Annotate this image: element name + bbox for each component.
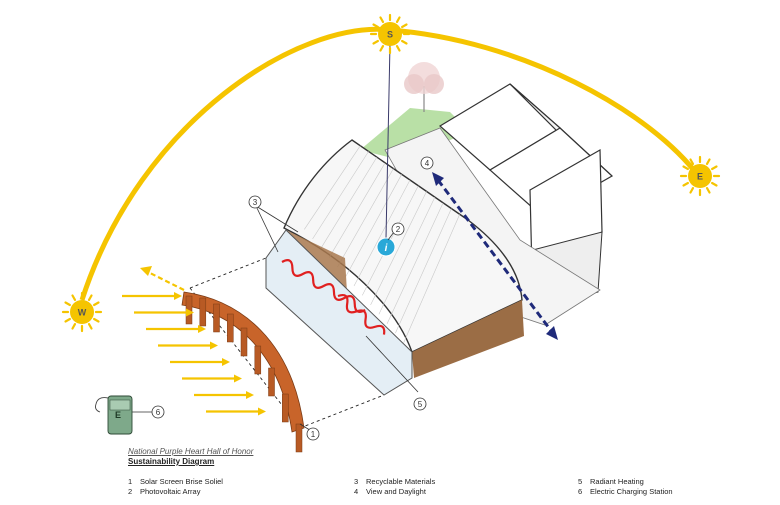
ev-charging-station-icon: E <box>95 395 133 435</box>
callout-1: 1 <box>306 427 320 441</box>
pv-panel-row <box>370 191 427 306</box>
sun-south-icon: S <box>369 13 411 55</box>
solar-ray-head <box>234 374 242 383</box>
sun-ray <box>711 181 718 187</box>
pv-panel-row <box>378 196 436 315</box>
view-daylight-arrow <box>432 172 558 340</box>
sun-ray <box>705 187 711 194</box>
sun-ray <box>71 294 77 301</box>
sun-ray <box>682 181 689 187</box>
pv-panel-row <box>395 208 452 334</box>
sun-ray <box>93 301 100 307</box>
callout-6: 6 <box>151 405 165 419</box>
pv-panel-row <box>403 214 460 343</box>
svg-text:1: 1 <box>311 430 316 439</box>
diagram-caption: National Purple Heart Hall of Honor Sust… <box>128 447 253 466</box>
svg-text:2: 2 <box>396 225 401 234</box>
sun-ray <box>93 317 100 323</box>
wood-wall-right <box>412 300 524 378</box>
brise-soleil-fin <box>240 327 248 357</box>
brise-soleil-fin <box>282 393 289 423</box>
sun-ray <box>379 16 385 23</box>
solar-ray-head <box>186 308 194 317</box>
pv-panel-row <box>312 151 369 240</box>
sun-west-label: W <box>78 308 87 318</box>
sun-south-label: S <box>387 30 393 40</box>
callout-3: 3 <box>248 195 262 209</box>
sun-ray <box>372 39 379 45</box>
pv-panel-row <box>328 162 386 258</box>
callout-5: 5 <box>413 397 427 411</box>
sun-ray <box>379 45 385 52</box>
sun-ray <box>87 294 93 301</box>
radiant-heating-coil-2 <box>337 293 386 335</box>
solar-ray-head <box>222 358 230 366</box>
sun-ray <box>401 39 408 45</box>
svg-text:3: 3 <box>253 198 258 207</box>
solar-ray-arrows <box>122 292 266 416</box>
callout-leaders <box>132 205 419 433</box>
sun-ray <box>395 45 401 52</box>
brise-soleil-fin <box>295 423 303 453</box>
charging-station-label: E <box>115 410 121 420</box>
caption-subtitle: National Purple Heart Hall of Honor <box>128 447 254 456</box>
reflected-ray-arrow <box>140 266 185 291</box>
solar-ray-head <box>258 407 266 416</box>
svg-text:i: i <box>385 243 388 254</box>
solar-ray-head <box>246 391 254 399</box>
sun-ray <box>87 323 93 330</box>
brise-soleil-fin <box>254 345 262 375</box>
sun-ray <box>401 23 408 29</box>
sun-ray <box>705 158 711 165</box>
pv-panel-row <box>320 156 378 249</box>
brise-soleil-fin <box>268 367 275 397</box>
projection-lines <box>189 257 385 429</box>
pv-panel-row <box>386 202 444 324</box>
sun-west-icon: W <box>61 291 103 333</box>
sun-ray <box>64 301 71 307</box>
south-sun-ray <box>385 43 391 239</box>
sun-ray <box>711 165 718 171</box>
photovoltaic-badge-icon: i <box>376 237 396 257</box>
callout-4: 4 <box>420 156 434 170</box>
brise-soleil-fin <box>213 303 220 333</box>
pv-panel-row <box>304 145 361 230</box>
tree-icon <box>404 62 444 112</box>
pv-panel-row <box>353 179 411 287</box>
sun-ray <box>64 317 71 323</box>
solar-ray-head <box>174 292 182 300</box>
svg-text:6: 6 <box>156 408 161 417</box>
photovoltaic-roof <box>283 139 523 353</box>
svg-text:4: 4 <box>425 159 430 168</box>
svg-text:5: 5 <box>418 400 423 409</box>
pv-panel-row <box>345 174 402 277</box>
brise-soleil-screen <box>181 291 305 453</box>
sun-ray <box>372 23 379 29</box>
sun-ray <box>682 165 689 171</box>
radiant-heating-coil <box>281 259 366 313</box>
solar-ray-head <box>210 341 218 350</box>
sun-east-icon: E <box>679 155 721 197</box>
brise-soleil-fin <box>227 313 234 343</box>
solar-ray-head <box>198 325 206 333</box>
glass-wall <box>265 229 413 396</box>
sun-ray <box>689 158 695 165</box>
sun-ray <box>71 323 77 330</box>
brise-soleil-fin <box>199 297 207 327</box>
sun-ray <box>689 187 695 194</box>
sun-ray <box>395 16 401 23</box>
sun-east-label: E <box>697 172 703 182</box>
pv-panel-row <box>337 168 394 268</box>
callout-2: 2 <box>391 222 405 236</box>
caption-title: Sustainability Diagram <box>128 457 215 466</box>
